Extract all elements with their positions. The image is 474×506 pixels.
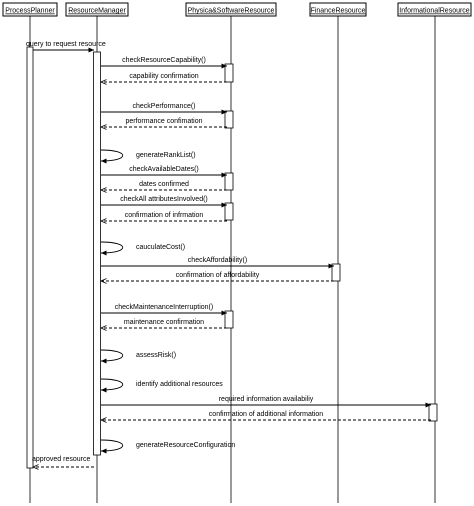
self-call-arrow	[100, 241, 123, 256]
message-18: confirmation of additional information	[101, 411, 431, 420]
message-13: checkMaintenanceInterruption()	[101, 304, 227, 316]
participant-psr: Physica&SoftwareResource	[185, 2, 277, 17]
activation-bar-ir	[428, 403, 438, 422]
message-label: generateRankList()	[136, 152, 196, 159]
participant-fr: FinanceResource	[309, 2, 367, 17]
message-12: confirmation of affordability	[101, 272, 334, 281]
message-label: identify additional resources	[136, 381, 223, 388]
message-label: required information availabiliy	[219, 396, 314, 403]
message-15: assessRisk()	[100, 349, 176, 364]
message-1: checkResourceCapability()	[101, 57, 227, 69]
message-label: checkResourceCapability()	[122, 57, 206, 64]
message-label: confirmation of additional information	[209, 411, 324, 418]
message-label: cauculateCost()	[136, 244, 185, 251]
message-2: capability confirmation	[101, 73, 227, 82]
message-5: generateRankList()	[100, 149, 196, 164]
activation-bar-psr	[224, 63, 234, 83]
message-label: query to request resource	[26, 41, 106, 48]
message-label: checkAffordability()	[188, 257, 247, 264]
self-call-arrow	[100, 439, 123, 454]
message-label: confirmation of affordability	[176, 272, 260, 279]
message-4: performance confimation	[101, 118, 227, 127]
activation-bar-psr	[224, 310, 234, 329]
participant-rm: ResourceManager	[65, 2, 129, 17]
participant-box	[397, 2, 472, 17]
self-call-arrow	[100, 378, 123, 393]
message-14: maintenance confirmation	[101, 319, 227, 328]
message-label: checkMaintenanceInterruption()	[115, 304, 213, 311]
message-3: checkPerformance()	[101, 103, 227, 115]
message-label: checkPerformance()	[132, 103, 195, 110]
message-6: checkAvailableDates()	[101, 166, 227, 178]
participant-label: ProcessPlanner	[5, 8, 55, 15]
activation-bar-psr	[224, 172, 234, 191]
participant-label: Physica&SoftwareResource	[188, 8, 275, 15]
message-10: cauculateCost()	[100, 241, 185, 256]
message-label: capability confirmation	[129, 73, 198, 80]
message-9: confirmation of infrmation	[101, 212, 227, 221]
message-label: approved resource	[32, 456, 90, 463]
participant-pp: ProcessPlanner	[2, 2, 58, 17]
participant-label: ResourceManager	[68, 8, 126, 15]
message-label: confirmation of infrmation	[125, 212, 204, 219]
message-17: required information availabiliy	[101, 396, 431, 408]
activation-bar-rm	[93, 51, 101, 456]
message-label: checkAll attributesInvolved()	[120, 196, 208, 203]
message-label: checkAvailableDates()	[129, 166, 199, 173]
message-label: maintenance confirmation	[124, 319, 204, 326]
message-label: assessRisk()	[136, 352, 176, 359]
activation-bar-psr	[224, 202, 234, 221]
message-label: generateResourceConfiguration	[136, 442, 235, 449]
message-19: generateResourceConfiguration	[100, 439, 235, 454]
message-label: dates confirmed	[139, 181, 189, 188]
message-7: dates confirmed	[101, 181, 227, 190]
self-call-arrow	[100, 149, 123, 164]
participant-label: InformationalResource	[399, 8, 470, 15]
message-20: approved resource	[32, 456, 94, 467]
message-label: performance confimation	[125, 118, 202, 125]
message-0: query to request resource	[26, 41, 106, 53]
participant-label: FinanceResource	[311, 8, 366, 15]
activation-bar-psr	[224, 110, 234, 129]
participant-ir: InformationalResource	[397, 2, 472, 17]
self-call-arrow	[100, 349, 123, 364]
activation-bar-fr	[331, 263, 341, 282]
message-8: checkAll attributesInvolved()	[101, 196, 227, 208]
activation-bar-pp	[26, 46, 34, 469]
message-16: identify additional resources	[100, 378, 223, 393]
message-11: checkAffordability()	[101, 257, 334, 269]
